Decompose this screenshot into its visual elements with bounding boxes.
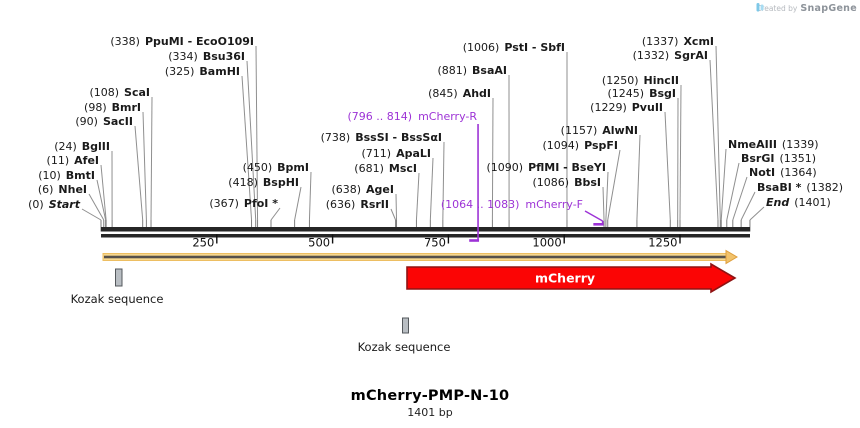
enzyme-label-xcmi[interactable]: (1337)XcmI	[641, 35, 714, 48]
construct-name: mCherry-PMP-N-10	[350, 388, 510, 404]
leader-line	[442, 141, 445, 221]
terminus-label-end[interactable]: End(1401)	[766, 196, 831, 209]
enzyme-label-ahdi[interactable]: (845)AhdI	[428, 87, 491, 100]
enzyme-label-bsssi-bsss-i[interactable]: (738)BssSI - BssSαI	[320, 131, 442, 144]
sequence-bar-bottom	[101, 234, 750, 238]
ruler-number: 250	[192, 236, 214, 250]
enzyme-label-bsphi[interactable]: (418)BspHI	[228, 176, 299, 189]
leader-line	[308, 171, 312, 221]
leader-line	[81, 208, 102, 221]
mcherry-arrow-label[interactable]: mCherry	[535, 271, 595, 286]
leader-line	[255, 45, 259, 221]
terminus-label-start[interactable]: (0)Start	[28, 198, 80, 211]
leader-line	[720, 148, 727, 221]
enzyme-label-bsrgi[interactable]: BsrGI(1351)	[741, 152, 817, 165]
primer-label-mcherry-f[interactable]: (1064 .. 1083)mCherry-F	[440, 198, 583, 211]
ruler-number: 1000	[532, 236, 561, 250]
enzyme-label-scai[interactable]: (108)ScaI	[89, 86, 150, 99]
primer-mark-mcherry-f[interactable]	[584, 210, 604, 226]
kozak-sequence-box-1[interactable]	[115, 268, 123, 287]
leader-line	[429, 157, 434, 221]
snapgene-brand-text: SnapGene	[800, 3, 857, 14]
construct-length: 1401 bp	[407, 406, 453, 419]
leader-line	[96, 179, 107, 221]
enzyme-label-bsaai[interactable]: (881)BsaAI	[437, 64, 507, 77]
leader-line	[134, 125, 144, 221]
enzyme-label-sgrai[interactable]: (1332)SgrAI	[632, 49, 708, 62]
enzyme-label-bsabi[interactable]: BsaBI *(1382)	[757, 181, 843, 194]
enzyme-label-nhei[interactable]: (6)NheI	[37, 183, 87, 196]
leader-line	[88, 193, 105, 221]
kozak-sequence-box-2[interactable]	[402, 317, 409, 334]
enzyme-label-pspfi[interactable]: (1094)PspFI	[542, 139, 618, 152]
leader-line	[602, 186, 605, 221]
leader-line	[740, 191, 756, 221]
leader-line	[246, 60, 257, 221]
ruler-number: 750	[424, 236, 446, 250]
enzyme-label-bglii[interactable]: (24)BglII	[54, 140, 110, 153]
kozak-sequence-label-1[interactable]: Kozak sequence	[70, 292, 164, 306]
enzyme-label-bmti[interactable]: (10)BmtI	[38, 169, 95, 182]
enzyme-label-msci[interactable]: (681)MscI	[354, 162, 417, 175]
enzyme-label-apali[interactable]: (711)ApaLI	[361, 147, 431, 160]
enzyme-label-bamhi[interactable]: (325)BamHI	[164, 65, 240, 78]
leader-line	[294, 186, 302, 221]
leader-line	[709, 59, 719, 221]
enzyme-label-bsu36i[interactable]: (334)Bsu36I	[168, 50, 245, 63]
leader-line	[270, 207, 281, 221]
leader-line	[241, 75, 253, 221]
leader-line	[664, 111, 671, 221]
leader-line	[679, 84, 682, 221]
orf-arrow[interactable]	[102, 249, 738, 265]
leader-line	[715, 45, 721, 221]
enzyme-label-agei[interactable]: (638)AgeI	[331, 183, 394, 196]
enzyme-label-pflmi-bseyi[interactable]: (1090)PflMI - BseYI	[486, 161, 606, 174]
leader-line	[390, 208, 397, 221]
leader-line	[142, 111, 147, 221]
enzyme-label-bsgi[interactable]: (1245)BsgI	[607, 87, 676, 100]
leader-line	[395, 193, 398, 221]
kozak-sequence-label-2[interactable]: Kozak sequence	[357, 340, 451, 354]
ruler-number: 500	[308, 236, 330, 250]
leader-line	[607, 149, 621, 221]
snapgene-icon	[756, 3, 764, 12]
enzyme-label-pfoi[interactable]: (367)PfoI *	[209, 197, 278, 210]
leader-line	[636, 134, 641, 221]
enzyme-label-noti[interactable]: NotI(1364)	[749, 166, 817, 179]
enzyme-label-bmri[interactable]: (98)BmrI	[84, 101, 141, 114]
enzyme-label-rsrii[interactable]: (636)RsrII	[325, 198, 389, 211]
leader-line	[415, 172, 420, 221]
enzyme-label-psti-sbfi[interactable]: (1006)PstI - SbfI	[462, 41, 565, 54]
ruler-number: 1250	[648, 236, 677, 250]
enzyme-label-nmeaiii[interactable]: NmeAIII(1339)	[728, 138, 819, 151]
primer-mark-mcherry-r[interactable]	[469, 124, 480, 242]
map-title-block: mCherry-PMP-N-10 1401 bp	[0, 388, 860, 419]
leader-line	[100, 164, 107, 221]
leader-line	[605, 171, 609, 221]
sequence-bar-top	[101, 227, 750, 232]
mcherry-feature-arrow[interactable]: mCherry	[406, 262, 737, 294]
snapgene-credit: Created by SnapGene	[756, 3, 857, 14]
enzyme-label-afei[interactable]: (11)AfeI	[46, 154, 99, 167]
enzyme-label-bbsi[interactable]: (1086)BbsI	[532, 176, 601, 189]
enzyme-label-bpmi[interactable]: (450)BpmI	[242, 161, 309, 174]
primer-label-mcherry-r[interactable]: (796 .. 814)mCherry-R	[347, 110, 477, 123]
enzyme-label-alwni[interactable]: (1157)AlwNI	[560, 124, 638, 137]
enzyme-label-hincii[interactable]: (1250)HincII	[601, 74, 679, 87]
leader-line	[726, 162, 740, 221]
created-by-text: Created by	[756, 4, 798, 13]
leader-line	[732, 176, 748, 221]
leader-line	[491, 97, 494, 221]
enzyme-label-pvuii[interactable]: (1229)PvuII	[590, 101, 663, 114]
leader-line	[749, 206, 765, 221]
leader-line	[150, 96, 153, 221]
enzyme-label-ppumi-ecoo109i[interactable]: (338)PpuMI - EcoO109I	[110, 35, 254, 48]
enzyme-label-sacii[interactable]: (90)SacII	[75, 115, 133, 128]
